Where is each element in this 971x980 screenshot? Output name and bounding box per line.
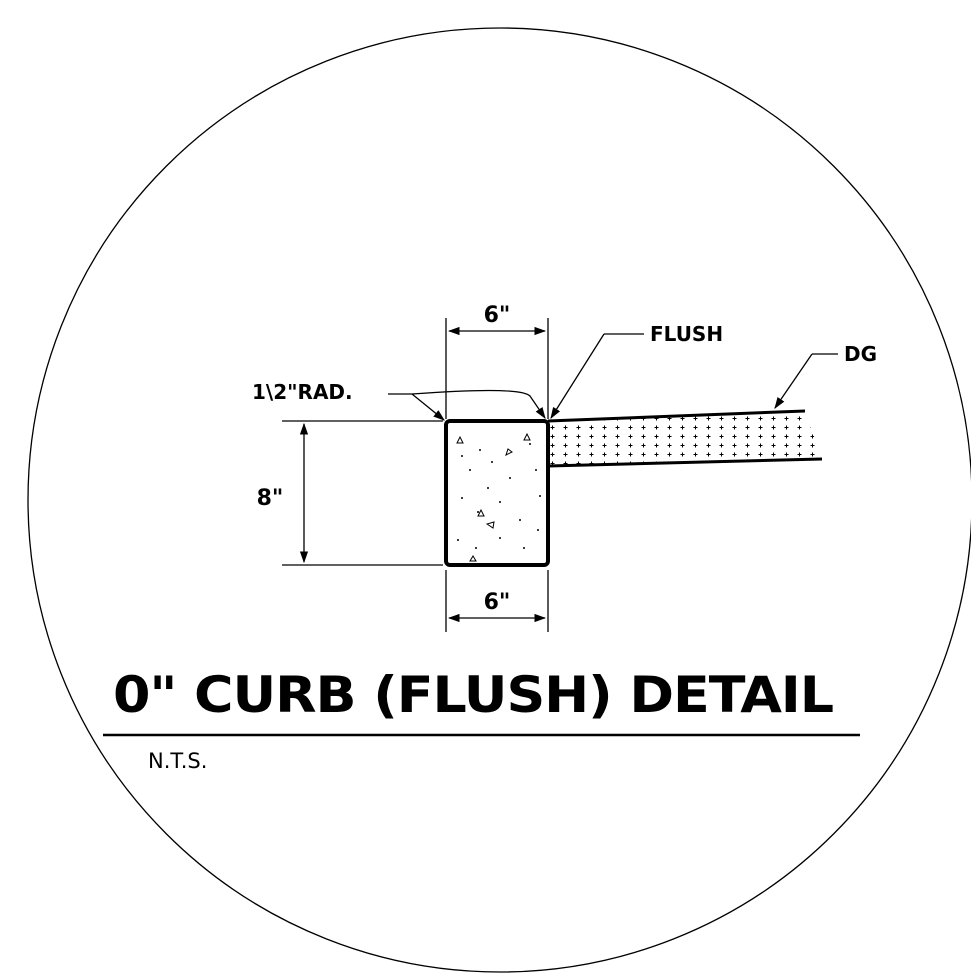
detail-bubble-circle [27,27,971,973]
aggregate-triangles [456,432,531,562]
bottom-width-label: 6" [484,590,511,615]
height-label: 8" [257,486,284,511]
scale-note: N.T.S. [148,749,207,773]
bottom-width-dimension [445,570,549,632]
dg-callout: DG [844,342,877,366]
height-dimension [282,420,443,566]
flush-callout: FLUSH [650,322,723,346]
dg-leader [774,353,838,409]
top-width-dimension [445,318,549,419]
concrete-hatch [457,443,541,549]
radius-leader [388,389,546,421]
flush-leader [550,333,644,419]
detail-title: 0" CURB (FLUSH) DETAIL [113,666,833,724]
curb-section [444,419,550,567]
top-width-label: 6" [484,303,511,328]
dg-surface-layer [547,409,823,468]
radius-callout: 1\2"RAD. [252,380,353,404]
